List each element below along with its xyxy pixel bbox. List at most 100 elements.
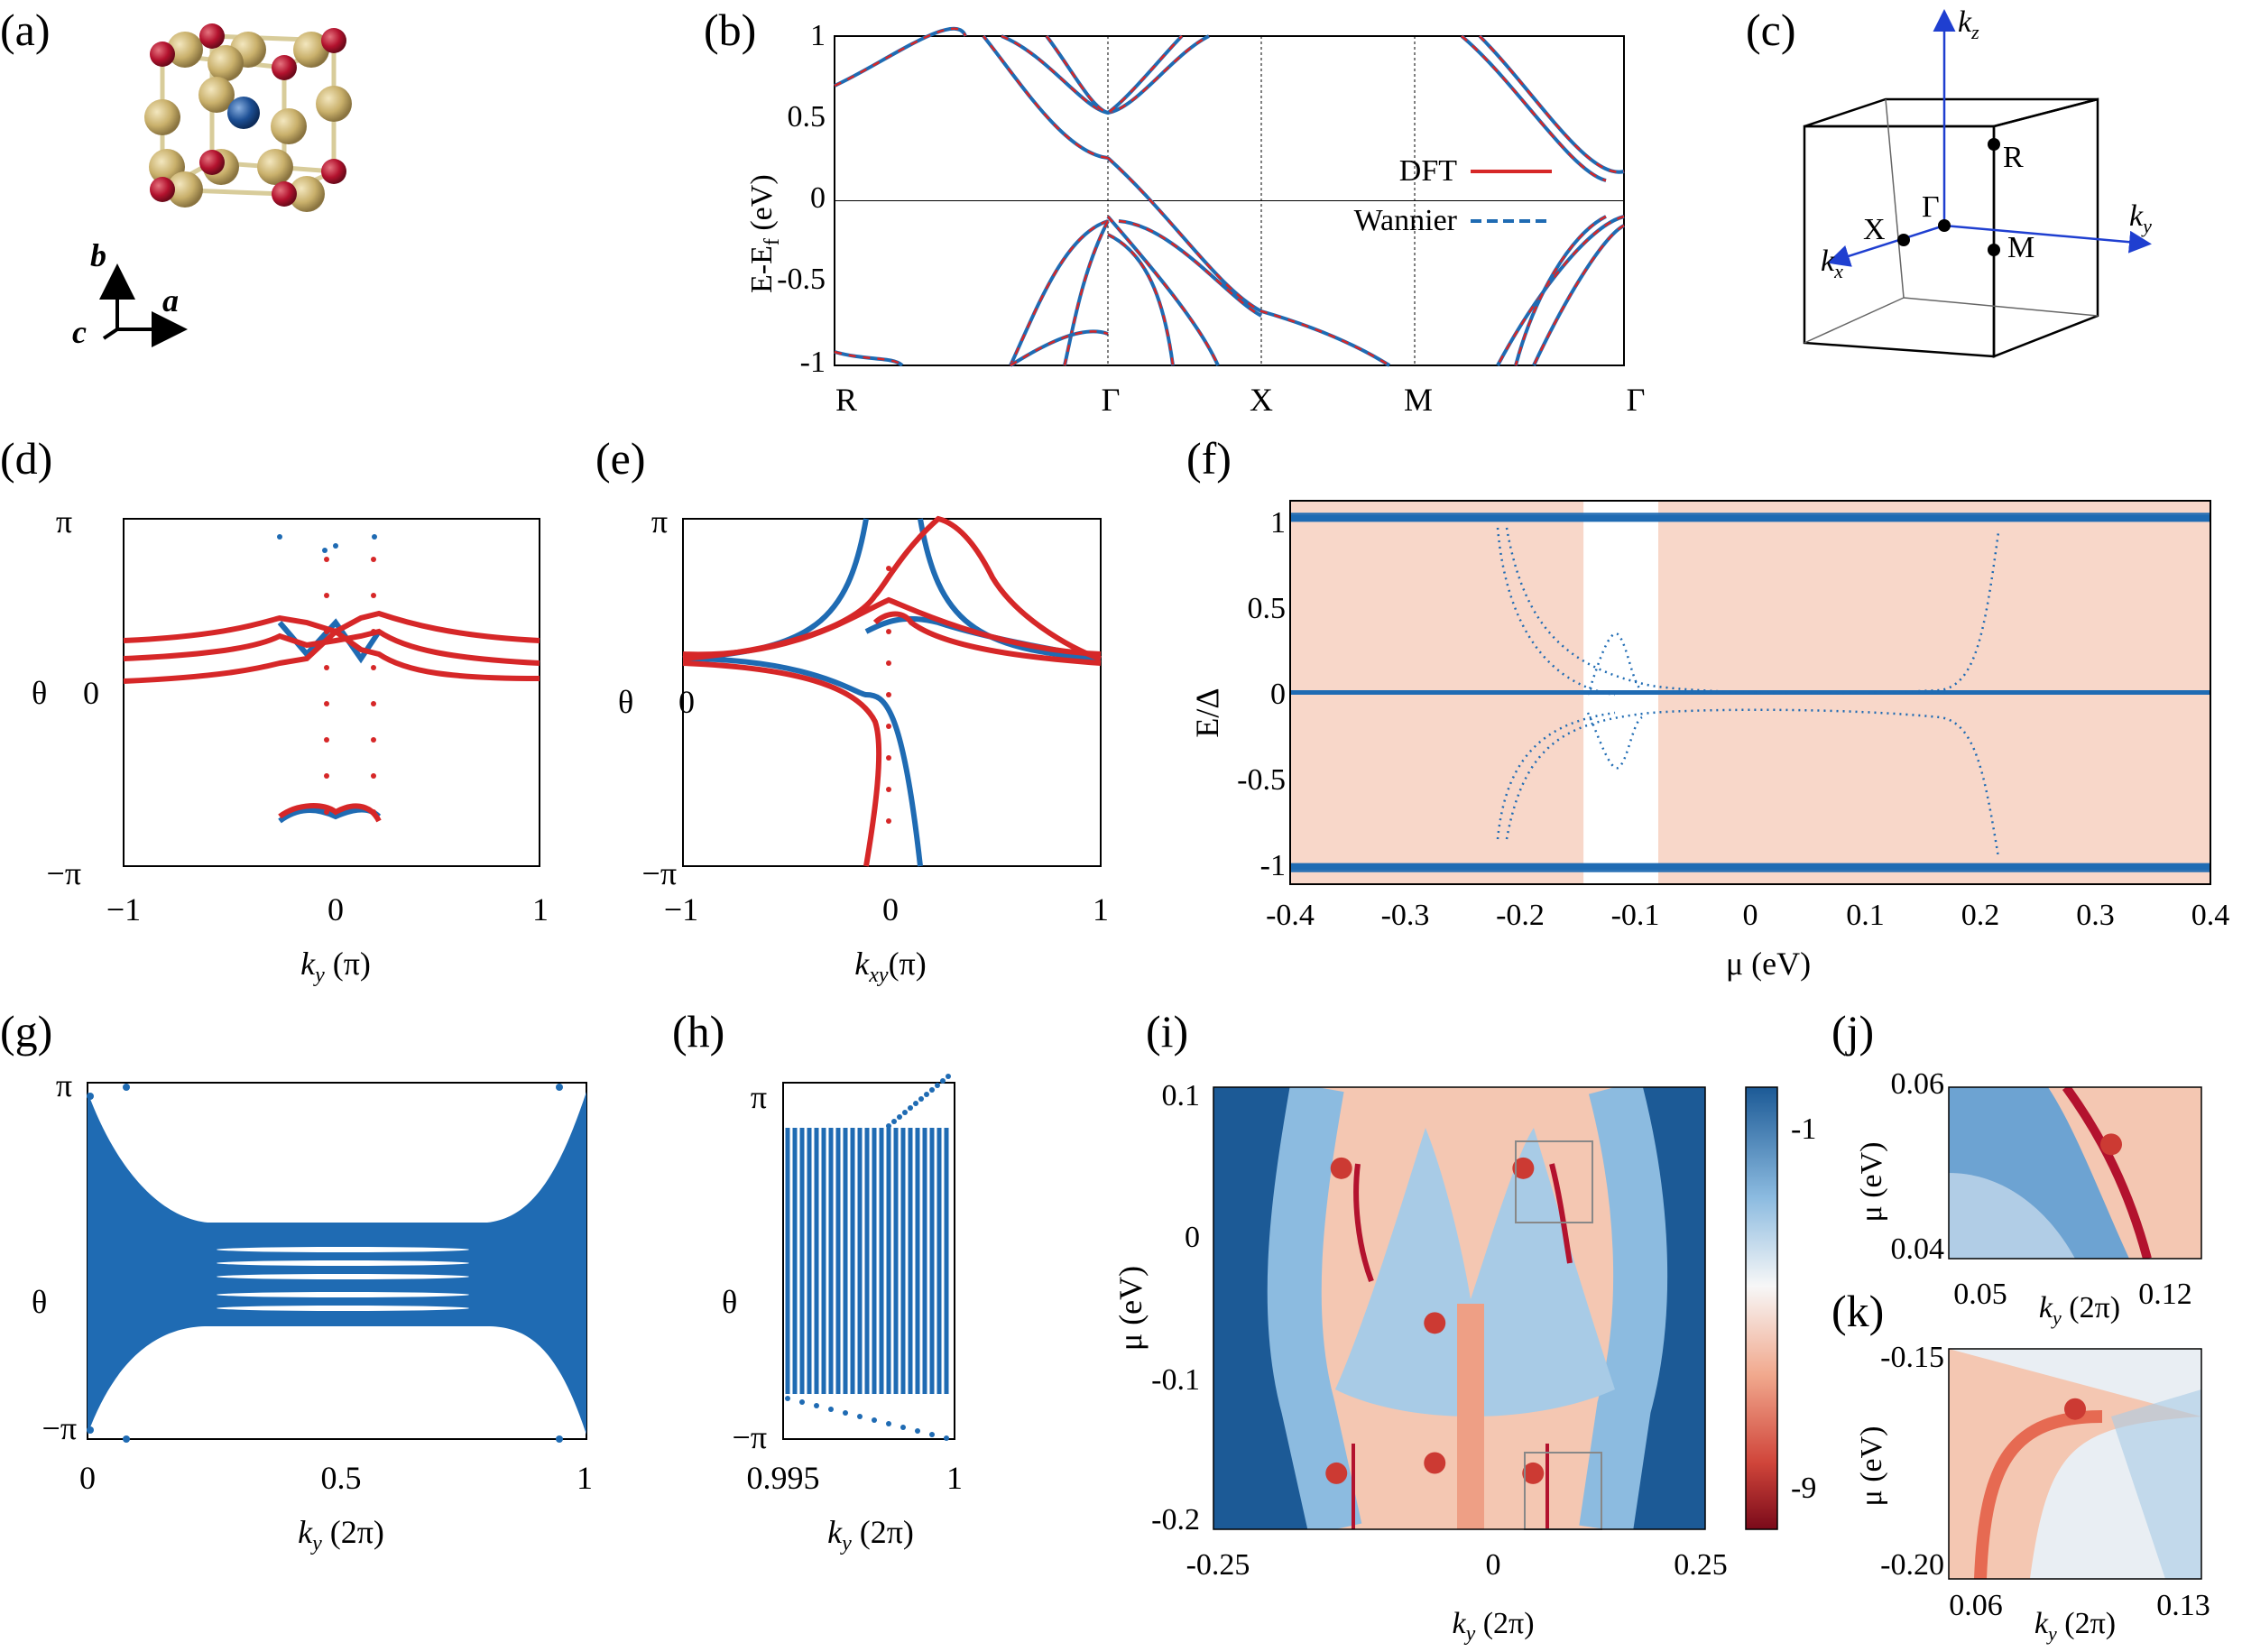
panel-label-j: (j) (1831, 1006, 1874, 1057)
ytick-label: 1 (1270, 506, 1286, 540)
ylabel: E/Δ (1189, 688, 1225, 737)
data-point (371, 557, 376, 562)
data-point (322, 548, 328, 553)
data-point (123, 1084, 130, 1091)
xtick-label: 0.5 (321, 1460, 362, 1496)
data-point (915, 1428, 920, 1434)
bz-point-R: R (2003, 141, 2024, 174)
band-dft (834, 27, 967, 88)
xtick-label: 0.3 (2076, 899, 2115, 932)
gold-atom (198, 77, 235, 113)
band-structure-chart (834, 26, 1626, 367)
band-wannier (1496, 215, 1625, 366)
data-point (324, 737, 329, 743)
heatmap-feature (1949, 1349, 2201, 1579)
ytick-label: -0.20 (1880, 1548, 1944, 1582)
data-point (371, 593, 376, 598)
band-wannier (1106, 156, 1391, 367)
axis-c-label: c (72, 314, 87, 350)
ylabel: μ (eV) (1855, 1426, 1888, 1506)
xtick-label: 0 (79, 1460, 96, 1496)
heatmap-body (1213, 1087, 1705, 1529)
data-point (929, 1087, 935, 1093)
plot-frame (1289, 500, 2211, 885)
panel-label-g: (g) (0, 1006, 52, 1057)
panel-e-axes-text: π 0 −π θ −1 0 1 kxy(π) (618, 503, 1109, 987)
data-point (886, 660, 891, 666)
bz-point-M: M (2007, 231, 2034, 264)
ytick-label: 0 (1185, 1221, 1200, 1254)
heatmap-i (1213, 1086, 1706, 1530)
data-point (372, 534, 377, 540)
data-point (785, 1396, 790, 1401)
data-point (799, 1399, 805, 1405)
data-point (886, 566, 891, 571)
heatmap-feature (1335, 1128, 1615, 1417)
data-point (886, 755, 891, 761)
ylabel: θ (32, 1284, 47, 1320)
wilson-band-blue (918, 518, 1102, 661)
xlabel: ky (2π) (827, 1514, 914, 1555)
xlabel: ky (2π) (298, 1514, 384, 1555)
band-ylabel: E-Ef (eV) (745, 174, 784, 293)
red-atom (321, 159, 346, 184)
ylabel: μ (eV) (1855, 1141, 1888, 1222)
heatmap-j (1948, 1086, 2202, 1260)
wilson-band-red (123, 628, 540, 666)
in-gap-state (1505, 708, 2000, 858)
data-point (333, 543, 338, 549)
gap-stripe (217, 1247, 469, 1252)
gap-stripe (217, 1306, 469, 1311)
heatmap-feature (1353, 1163, 1374, 1283)
panel-j-axes-text: 0.06 0.04 μ (eV) 0.05 0.12 ky (2π) (1855, 1067, 2192, 1329)
panel-g-axes-text: π −π θ 0 0.5 1 ky (2π) (32, 1067, 593, 1555)
ytick-label: −π (42, 1410, 77, 1446)
data-point (324, 665, 329, 670)
data-point (886, 724, 891, 729)
data-point (814, 1403, 819, 1408)
data-point (556, 1435, 563, 1443)
gap-stripe (217, 1292, 469, 1297)
xtick-label: 1 (577, 1460, 593, 1496)
ytick-label: 1 (810, 19, 826, 52)
data-point (123, 1435, 130, 1443)
panel-label-h: (h) (672, 1006, 724, 1057)
data-point (857, 1414, 863, 1419)
data-point (324, 809, 329, 815)
crossing-marker (1325, 1462, 1348, 1484)
band-dft (1063, 220, 1110, 366)
red-atom (199, 150, 225, 175)
wilson-band-red (682, 515, 1102, 661)
plot-frame (1213, 1086, 1706, 1530)
data-point (940, 1078, 946, 1084)
gap-stripe (217, 1274, 469, 1279)
gold-atom (167, 32, 203, 68)
ytick-label: -0.5 (777, 263, 826, 296)
xlabel: μ (eV) (1726, 946, 1811, 982)
crossing-marker (1424, 1452, 1446, 1474)
panel-h-axes-text: π −π θ 0.995 1 ky (2π) (722, 1079, 963, 1555)
xtick-label: 0.1 (1846, 899, 1885, 932)
heatmap-feature (1579, 1087, 1668, 1529)
data-point (371, 809, 376, 815)
data-point (929, 1432, 935, 1437)
gold-atom (316, 86, 352, 122)
panel-label-b: (b) (704, 5, 756, 55)
heatmap-feature (1352, 1444, 1549, 1529)
xtick-label: 0.25 (1674, 1548, 1728, 1582)
ylabel: μ (eV) (1112, 1266, 1149, 1351)
data-point (87, 1093, 94, 1100)
data-point (556, 1084, 563, 1091)
legend-wannier-label: Wannier (1354, 204, 1458, 237)
data-point (371, 629, 376, 634)
xlabel: ky (2π) (2034, 1607, 2116, 1645)
data-point (886, 1123, 891, 1129)
ytick-label: −π (47, 855, 81, 891)
xtick-label: 0 (328, 891, 344, 928)
data-point (324, 557, 329, 562)
band-dft (1045, 35, 1183, 115)
gold-atom (293, 32, 329, 68)
band-dft (1532, 224, 1625, 366)
crossing-marker (2100, 1133, 2122, 1156)
gold-atom (257, 149, 293, 185)
